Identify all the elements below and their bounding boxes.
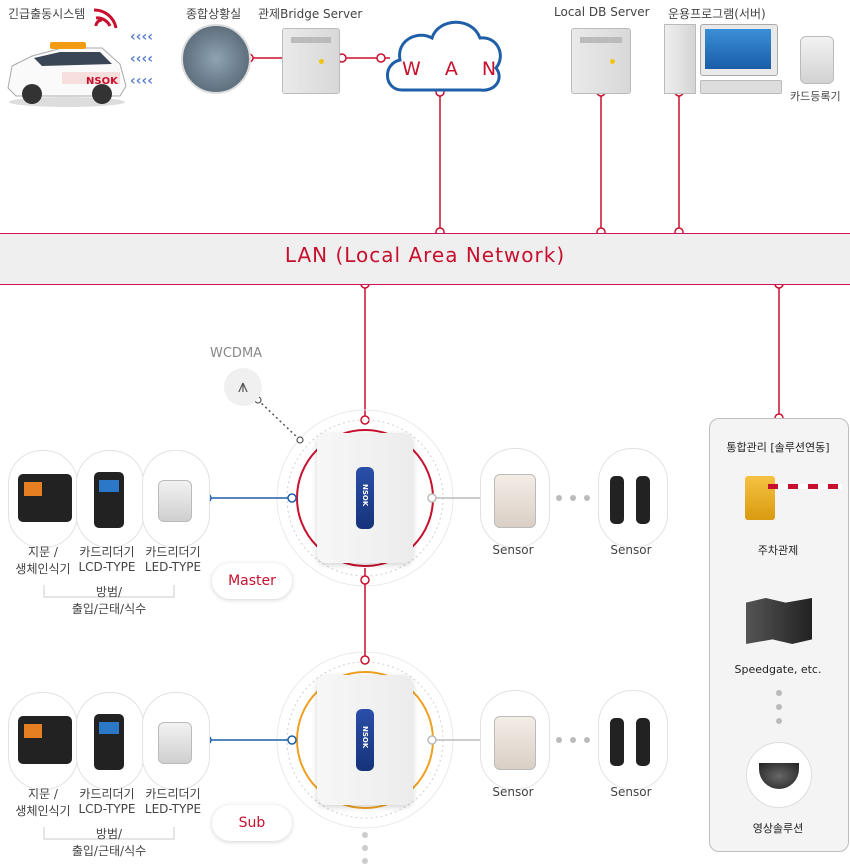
sub-controller: NSOK bbox=[317, 675, 413, 805]
pc-tower-icon bbox=[664, 24, 696, 94]
emergency-system-label: 긴급출동시스템 bbox=[8, 7, 86, 21]
master-pill: Master bbox=[212, 563, 292, 599]
sub-pir-sensor-icon bbox=[494, 716, 536, 770]
sub-fingerprint-reader-icon bbox=[18, 716, 72, 764]
sub-sensor2-label: Sensor bbox=[610, 785, 652, 799]
sub-lcd-card-reader-icon bbox=[94, 714, 124, 770]
keyboard-icon bbox=[700, 80, 782, 94]
local-db-server-icon bbox=[571, 28, 631, 94]
wan-label: W A N bbox=[402, 58, 506, 80]
control-room-image bbox=[181, 24, 251, 94]
fingerprint-reader-icon bbox=[18, 474, 72, 522]
sensor1-label: Sensor bbox=[492, 543, 534, 557]
lcd-reader-label: 카드리더기 LCD-TYPE bbox=[78, 545, 136, 574]
bridge-server-label: 관제Bridge Server bbox=[258, 7, 363, 21]
sub-beam-sensor-icon-b bbox=[636, 718, 650, 766]
parking-label: 주차관제 bbox=[757, 544, 799, 557]
wcdma-label: WCDMA bbox=[210, 346, 263, 361]
cctv-camera-icon bbox=[746, 742, 812, 808]
card-registrar-label: 카드등록기 bbox=[790, 90, 841, 103]
control-room-label: 종합상황실 bbox=[186, 7, 242, 21]
bridge-server-icon bbox=[282, 28, 340, 94]
sub-sensor1-label: Sensor bbox=[492, 785, 534, 799]
lcd-card-reader-icon bbox=[94, 472, 124, 528]
sensor2-ring bbox=[598, 448, 668, 548]
sub-group-label: 방범/ 출입/근태/식수 bbox=[71, 827, 147, 858]
sub-led-reader-label: 카드리더기 LED-TYPE bbox=[144, 787, 202, 816]
led-reader-label: 카드리더기 LED-TYPE bbox=[144, 545, 202, 574]
parking-barrier-icon bbox=[745, 476, 775, 520]
panel-title: 통합관리 [솔루션연동] bbox=[726, 441, 830, 454]
barrier-arm bbox=[768, 484, 842, 489]
master-controller: NSOK bbox=[317, 433, 413, 563]
sub-fingerprint-label: 지문 / 생체인식기 bbox=[15, 787, 71, 818]
video-solution-label: 영상솔루션 bbox=[752, 822, 804, 835]
master-unit-brand: NSOK bbox=[361, 484, 369, 507]
sub-led-card-reader-icon bbox=[158, 722, 192, 764]
sub-led-reader-ring bbox=[142, 692, 210, 790]
fingerprint-label: 지문 / 생체인식기 bbox=[15, 545, 71, 576]
monitor-icon bbox=[700, 24, 778, 76]
speedgate-icon bbox=[746, 598, 812, 644]
beam-sensor-icon-b bbox=[636, 476, 650, 524]
sub-beam-sensor-icon-a bbox=[610, 718, 624, 766]
sub-pill: Sub bbox=[212, 805, 292, 841]
sub-sensor2-ring bbox=[598, 690, 668, 790]
group-label: 방범/ 출입/근태/식수 bbox=[71, 585, 147, 616]
wan-cloud-icon bbox=[386, 20, 502, 92]
car-brand-text: NSOK bbox=[86, 76, 119, 87]
ops-program-label: 운용프로그램(서버) bbox=[668, 7, 766, 21]
lan-band bbox=[0, 233, 850, 285]
beam-sensor-icon-a bbox=[610, 476, 624, 524]
transmission-arrows: ‹‹‹‹‹‹‹‹‹‹‹‹ bbox=[130, 29, 154, 89]
antenna-icon: ⩚ bbox=[224, 368, 262, 406]
sub-lcd-reader-label: 카드리더기 LCD-TYPE bbox=[78, 787, 136, 816]
pir-sensor-icon bbox=[494, 474, 536, 528]
lan-label: LAN (Local Area Network) bbox=[284, 243, 566, 267]
local-db-label: Local DB Server bbox=[554, 5, 650, 19]
speedgate-label: Speedgate, etc. bbox=[734, 663, 822, 676]
sensor2-label: Sensor bbox=[610, 543, 652, 557]
led-card-reader-icon bbox=[158, 480, 192, 522]
card-registrar-icon bbox=[800, 36, 834, 84]
signal-icon bbox=[93, 8, 118, 29]
patrol-car-icon: NSOK bbox=[7, 42, 127, 107]
sub-unit-brand: NSOK bbox=[361, 726, 369, 749]
